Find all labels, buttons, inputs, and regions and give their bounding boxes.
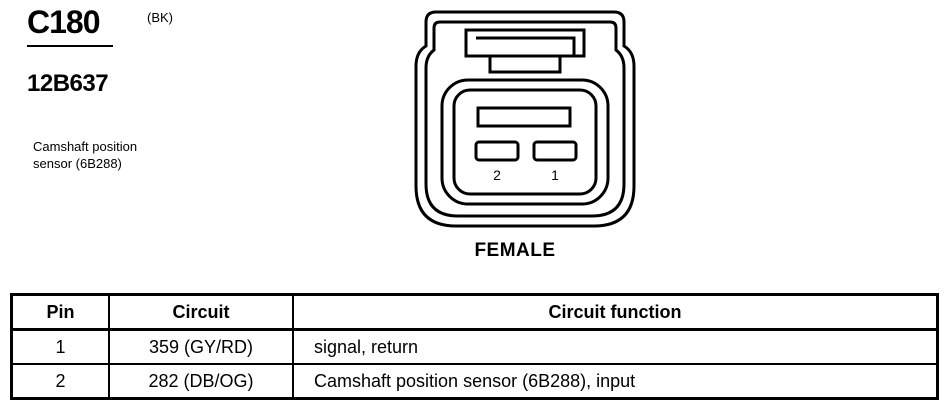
connector-color-code: (BK) — [147, 10, 173, 25]
header-pin: Pin — [10, 293, 110, 331]
connector-latch-tongue — [488, 56, 562, 74]
circuit-function-cell: Camshaft position sensor (6B288), input — [292, 363, 939, 400]
connector-inner-outline — [424, 20, 626, 218]
connector-mating-face — [440, 78, 610, 206]
connector-outer-housing — [414, 10, 636, 228]
pin-number-cell: 2 — [10, 363, 110, 400]
header-circuit: Circuit — [108, 293, 294, 331]
pin-1-cavity — [532, 140, 578, 162]
pin-2-label: 2 — [493, 167, 501, 183]
table-row: 1 359 (GY/RD) signal, return — [10, 328, 939, 365]
pin-2-cavity — [474, 140, 520, 162]
part-number: 12B637 — [27, 70, 109, 97]
circuit-cell: 282 (DB/OG) — [108, 363, 294, 400]
connector-face-diagram: 2 1 — [414, 10, 636, 228]
pin-number-cell: 1 — [10, 328, 110, 365]
circuit-cell: 359 (GY/RD) — [108, 328, 294, 365]
connector-latch — [464, 28, 586, 58]
circuit-function-cell: signal, return — [292, 328, 939, 365]
connector-description: Camshaft position sensor (6B288) — [33, 139, 138, 171]
connector-id-underline — [27, 45, 113, 47]
table-header-row: Pin Circuit Circuit function — [10, 293, 939, 331]
header-circuit-function: Circuit function — [292, 293, 939, 331]
pin-table: Pin Circuit Circuit function 1 359 (GY/R… — [10, 293, 939, 400]
connector-latch-inner — [476, 36, 576, 56]
table-row: 2 282 (DB/OG) Camshaft position sensor (… — [10, 363, 939, 400]
connector-id: C180 — [27, 4, 100, 40]
connector-key-slot — [476, 106, 572, 128]
pin-1-label: 1 — [551, 167, 559, 183]
connector-gender-label: FEMALE — [474, 240, 556, 261]
connector-cavity-frame — [452, 88, 598, 196]
